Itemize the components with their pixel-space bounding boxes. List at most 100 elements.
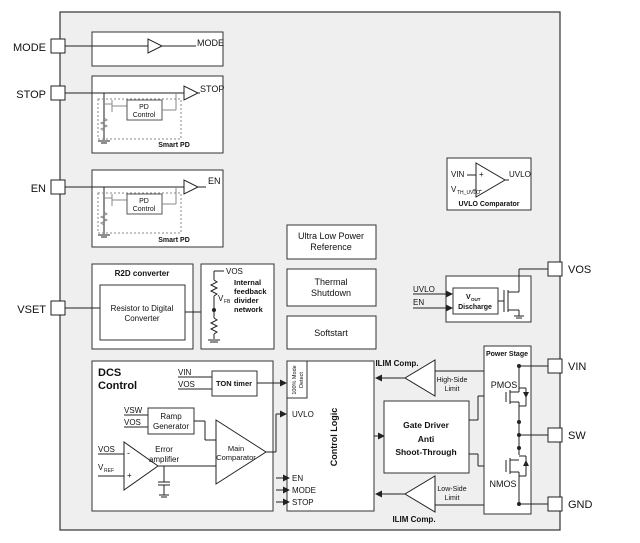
discharge-uvlo-input: UVLO <box>413 285 435 294</box>
ultra-low-power-reference-block: Ultra Low Power Reference <box>286 224 377 260</box>
pin-en-label: EN <box>31 183 46 195</box>
mode-detect-line2: Detect <box>299 372 305 388</box>
pin-gnd-label: GND <box>568 499 593 511</box>
discharge-v: V <box>466 294 471 301</box>
err-vref-sub: REF <box>104 468 114 474</box>
ilim-low-side: Low-Side Limit ILIM Comp. <box>375 475 484 524</box>
discharge-v-sub: OUT <box>471 297 481 302</box>
vout-discharge-block: V OUT Discharge UVLO EN <box>413 268 548 323</box>
err-amp-line2: amplifier <box>149 455 180 464</box>
pin-vos[interactable]: VOS <box>547 261 591 277</box>
err-amp-line1: Error <box>155 445 173 454</box>
discharge-en-input: EN <box>413 298 424 307</box>
mode-detect-line1: 100% Mode <box>292 365 298 394</box>
pin-vin[interactable]: VIN <box>547 358 586 374</box>
uvlo-comp-vth-sub: TH_UVLO <box>457 190 480 196</box>
pmos-label: PMOS <box>491 380 518 390</box>
feedback-divider-block: VOS V FB Internal feedback divider netwo… <box>200 263 275 350</box>
feedback-vos: VOS <box>226 267 243 276</box>
pin-sw[interactable]: SW <box>547 427 586 443</box>
dcs-title-line1: DCS <box>98 367 121 379</box>
power-stage-title: Power Stage <box>486 351 528 358</box>
pin-vin-label: VIN <box>568 361 586 373</box>
gate-driver-block: Gate Driver Anti Shoot-Through <box>383 395 506 474</box>
cl-input-mode: MODE <box>292 486 316 495</box>
ilim-high-line2: Limit <box>445 386 460 393</box>
uvlo-comp-vth: V <box>451 185 457 194</box>
mode-buffer-block: MODE <box>91 31 224 67</box>
r2d-block-line1: Resistor to Digital <box>111 304 174 313</box>
ton-vos: VOS <box>178 380 195 389</box>
err-amp-minus: - <box>127 448 130 458</box>
ilim-high-comp-label: ILIM Comp. <box>375 359 418 368</box>
en-pd-control-line2: Control <box>133 206 156 213</box>
uvlo-comp-output: UVLO <box>509 170 531 179</box>
pin-mode[interactable]: MODE <box>13 38 92 54</box>
control-logic-block: 100% Mode Detect UVLO EN MODE STOP Contr… <box>276 360 385 512</box>
nmos-label: NMOS <box>490 479 517 489</box>
r2d-title: R2D converter <box>115 269 170 278</box>
gate-driver-line2: Anti <box>418 434 435 444</box>
feedback-vfb: V <box>218 294 224 303</box>
r2d-block-line2: Converter <box>124 314 159 323</box>
ilim-low-line2: Limit <box>445 495 460 502</box>
dcs-title-line2: Control <box>98 380 137 392</box>
pin-en[interactable]: EN <box>31 179 92 195</box>
cl-input-uvlo: UVLO <box>292 410 314 419</box>
ton-vin: VIN <box>178 368 192 377</box>
pin-vos-label: VOS <box>568 264 591 276</box>
uvlo-comp-minus: - <box>479 185 482 195</box>
stop-buffer-label: STOP <box>200 84 224 94</box>
en-buffer-label: EN <box>208 176 221 186</box>
ilim-low-line1: Low-Side <box>437 486 466 493</box>
pin-sw-label: SW <box>568 430 586 442</box>
stop-pd-control-line2: Control <box>133 112 156 119</box>
cl-input-en: EN <box>292 474 303 483</box>
cl-input-stop: STOP <box>292 498 314 507</box>
pin-vset-label: VSET <box>17 304 46 316</box>
pin-vset[interactable]: VSET <box>17 300 92 316</box>
stop-pd-control-line1: PD <box>139 104 149 111</box>
ton-timer-label: TON timer <box>216 379 252 388</box>
err-amp-plus: + <box>127 471 132 480</box>
uvlo-comp-plus: + <box>479 170 484 179</box>
main-comp-line2: Comparator <box>216 453 256 462</box>
ulp-ref-line1: Ultra Low Power <box>298 231 364 241</box>
en-pd-control-line1: PD <box>139 198 149 205</box>
dcs-control-block: DCS Control VIN VOS TON timer VSW VOS Ra… <box>91 360 287 512</box>
pin-stop[interactable]: STOP <box>16 85 92 101</box>
uvlo-comp-vin: VIN <box>451 170 465 179</box>
thermal-line1: Thermal <box>314 277 347 287</box>
gate-driver-line3: Shoot-Through <box>395 447 456 457</box>
ramp-line2: Generator <box>153 422 189 431</box>
ramp-vos: VOS <box>124 418 141 427</box>
main-comp-line1: Main <box>228 444 244 453</box>
feedback-line2: feedback <box>234 287 267 296</box>
feedback-line1: Internal <box>234 278 261 287</box>
stop-smart-pd-block: STOP PD Control Smart PD <box>91 75 224 154</box>
ilim-high-side: ILIM Comp. High-Side Limit <box>375 359 484 397</box>
ulp-ref-line2: Reference <box>310 242 352 252</box>
uvlo-comparator-block: + - VIN V TH_UVLO UVLO UVLO Comparator <box>446 157 532 211</box>
power-stage-block: Power Stage PMOS NMOS <box>483 345 548 515</box>
mode-buffer-label: MODE <box>197 38 224 48</box>
uvlo-comp-title: UVLO Comparator <box>458 201 519 208</box>
feedback-line4: network <box>234 305 264 314</box>
ilim-low-comp-label: ILIM Comp. <box>392 515 435 524</box>
feedback-line3: divider <box>234 296 259 305</box>
err-vos: VOS <box>98 445 115 454</box>
en-smart-pd-block: EN PD Control Smart PD <box>91 169 224 248</box>
thermal-line2: Shutdown <box>311 288 351 298</box>
control-logic-title: Control Logic <box>329 408 339 467</box>
pin-mode-label: MODE <box>13 42 46 54</box>
en-smart-pd-label: Smart PD <box>158 237 190 244</box>
pin-gnd[interactable]: GND <box>547 496 593 512</box>
stop-smart-pd-label: Smart PD <box>158 142 190 149</box>
pin-stop-label: STOP <box>16 89 46 101</box>
thermal-shutdown-block: Thermal Shutdown <box>286 268 377 307</box>
ramp-line1: Ramp <box>160 412 182 421</box>
feedback-vfb-sub: FB <box>224 299 231 305</box>
gate-driver-line1: Gate Driver <box>403 420 450 430</box>
ramp-vsw: VSW <box>124 406 143 415</box>
